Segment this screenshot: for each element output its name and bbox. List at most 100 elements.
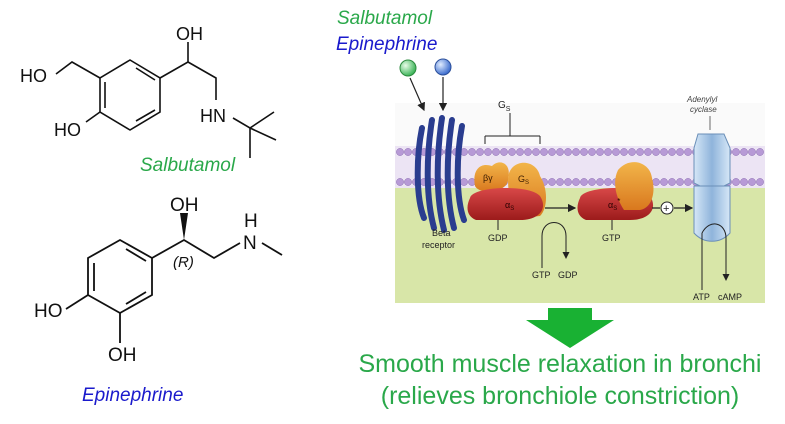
lipid-head	[596, 148, 604, 156]
salbutamol-hn: HN	[200, 106, 226, 126]
lipid-head	[596, 178, 604, 186]
epinephrine-ligand	[434, 58, 452, 76]
wedge-bond	[180, 213, 188, 240]
lipid-head	[676, 178, 684, 186]
beta-label: Beta	[432, 228, 451, 238]
lipid-head	[660, 178, 668, 186]
alpha-s-active-top	[615, 162, 654, 210]
salbutamol-ho-bottom: HO	[54, 120, 81, 140]
lipid-head	[580, 148, 588, 156]
plus-label: +	[663, 203, 669, 215]
lipid-head	[572, 148, 580, 156]
lipid-head	[564, 178, 572, 186]
lipid-head	[396, 148, 404, 156]
lipid-head	[684, 178, 692, 186]
lipid-head	[404, 148, 412, 156]
gdp-label-1: GDP	[488, 233, 508, 243]
lipid-head	[740, 148, 748, 156]
salbutamol-structure: OH HO HO HN	[20, 24, 277, 158]
stimulation-mark	[660, 201, 674, 215]
lipid-head	[468, 148, 476, 156]
lipid-head	[732, 178, 740, 186]
g-beta-gamma	[474, 162, 509, 192]
lipid-head	[532, 148, 540, 156]
epinephrine-stereo: (R)	[173, 254, 194, 271]
lipid-head	[748, 178, 756, 186]
lipid-head	[628, 148, 636, 156]
lipid-head	[748, 148, 756, 156]
adenylyl-label: Adenylyl	[686, 95, 717, 104]
gs-small-label: GS	[518, 174, 529, 186]
lipid-head	[508, 148, 516, 156]
epinephrine-ho-left: HO	[34, 301, 63, 322]
lipid-head	[660, 148, 668, 156]
epinephrine-oh-bottom: OH	[108, 345, 137, 366]
lipid-head	[492, 148, 500, 156]
lipid-head	[548, 178, 556, 186]
gtp-label-2: GTP	[532, 270, 551, 280]
lipid-head	[404, 178, 412, 186]
epinephrine-structure: OH H N (R) HO OH	[34, 195, 283, 366]
outcome-line-2: (relieves bronchiole constriction)	[380, 382, 740, 410]
lipid-head	[396, 178, 404, 186]
epinephrine-n: N	[243, 233, 257, 254]
beta-gamma-label: βγ	[483, 173, 493, 183]
gdp-label-2: GDP	[558, 270, 578, 280]
lipid-head	[556, 178, 564, 186]
alpha-s-inactive	[467, 187, 544, 220]
lipid-head	[740, 178, 748, 186]
epinephrine-label: Epinephrine	[82, 385, 184, 406]
lipid-head	[516, 148, 524, 156]
beta-receptor	[414, 115, 467, 233]
lipid-head	[500, 148, 508, 156]
lipid-head	[620, 148, 628, 156]
lipid-head	[556, 148, 564, 156]
signaling-pathway-diagram: GS βγ GS αS GDP GTP GDP αS* GTP + Adenyl…	[395, 58, 765, 303]
camp-label: cAMP	[718, 292, 742, 302]
lipid-head	[652, 178, 660, 186]
alpha-s-star-label: αS*	[608, 197, 620, 212]
lipid-head	[732, 148, 740, 156]
cyclase-label: cyclase	[690, 105, 717, 114]
pathway-ligand-epinephrine: Epinephrine	[336, 34, 438, 55]
alpha-s-label: αS	[505, 200, 514, 212]
result-arrow	[526, 308, 614, 348]
lipid-head	[756, 148, 764, 156]
adenylyl-cyclase	[693, 133, 731, 189]
lipid-head	[604, 178, 612, 186]
lipid-head	[580, 178, 588, 186]
lipid-head	[572, 178, 580, 186]
pathway-ligand-salbutamol: Salbutamol	[337, 8, 433, 29]
lipid-head	[676, 148, 684, 156]
lipid-head	[588, 178, 596, 186]
lipid-head	[476, 148, 484, 156]
adenylyl-cyclase-catalytic	[693, 185, 731, 242]
lipid-head	[668, 148, 676, 156]
lipid-head	[524, 148, 532, 156]
salbutamol-ligand	[399, 59, 417, 77]
outcome-line-1: Smooth muscle relaxation in bronchi	[358, 350, 762, 378]
lipid-head	[484, 148, 492, 156]
epinephrine-oh-top: OH	[170, 195, 199, 216]
lipid-head	[604, 148, 612, 156]
lipid-head	[644, 148, 652, 156]
epinephrine-h: H	[244, 211, 258, 232]
lipid-head	[588, 148, 596, 156]
lipid-head	[756, 178, 764, 186]
lipid-head	[668, 178, 676, 186]
lipid-head	[636, 148, 644, 156]
atp-label: ATP	[693, 292, 710, 302]
salbutamol-ho-left: HO	[20, 66, 47, 86]
lipid-head	[612, 148, 620, 156]
gtp-label-1: GTP	[602, 233, 621, 243]
salbutamol-oh-top: OH	[176, 24, 203, 44]
lipid-head	[540, 148, 548, 156]
lipid-head	[548, 148, 556, 156]
gs-label: GS	[498, 100, 511, 113]
lipid-head	[652, 148, 660, 156]
lipid-head	[564, 148, 572, 156]
receptor-label: receptor	[422, 240, 455, 250]
lipid-head	[460, 178, 468, 186]
salbutamol-label: Salbutamol	[140, 155, 236, 176]
lipid-head	[684, 148, 692, 156]
